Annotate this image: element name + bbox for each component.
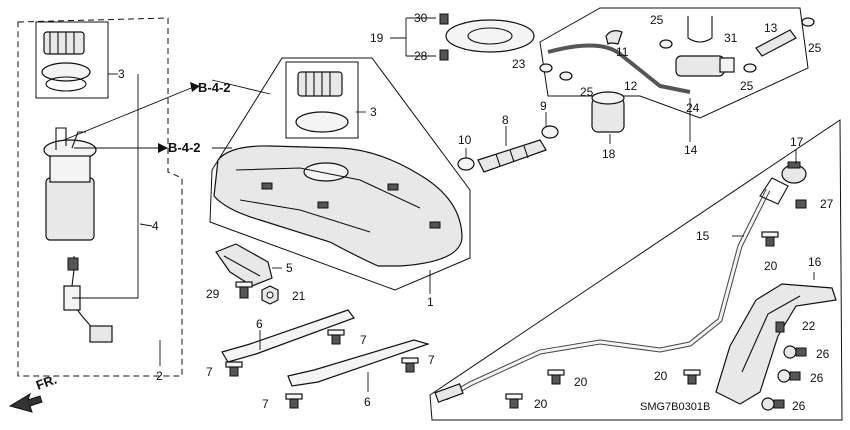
ref-b42-mid: B-4-2 — [168, 140, 201, 155]
nut-21 — [261, 285, 279, 305]
label-29: 29 — [206, 287, 220, 301]
filler-frame — [429, 119, 843, 421]
screw-27 — [795, 199, 807, 209]
label-24: 24 — [686, 101, 700, 115]
hose-11 — [605, 30, 623, 46]
clips-25 — [559, 17, 815, 81]
label-5: 5 — [286, 261, 293, 275]
tank-strap-lower — [287, 339, 430, 387]
label-13: 13 — [764, 21, 778, 35]
label-25-d: 25 — [580, 85, 594, 99]
label-2: 2 — [156, 369, 163, 383]
pump-assembly-frame — [17, 17, 183, 377]
fuel-tank — [213, 145, 463, 267]
label-7-c: 7 — [428, 353, 435, 367]
label-25-a: 25 — [650, 13, 664, 27]
label-16: 16 — [808, 255, 822, 269]
label-15: 15 — [696, 229, 710, 243]
bolt-22 — [775, 321, 785, 333]
label-7-b: 7 — [360, 333, 367, 347]
clamp-23 — [539, 63, 553, 73]
bolt-29 — [235, 281, 253, 299]
label-6-lower: 6 — [364, 395, 371, 409]
label-6-upper: 6 — [256, 317, 263, 331]
label-23: 23 — [512, 57, 526, 71]
bolts-20-lower — [505, 369, 701, 409]
fuel-pump-module — [43, 127, 113, 343]
label-28: 28 — [414, 49, 428, 63]
fuel-filler-cap-17 — [781, 161, 807, 184]
label-30: 30 — [414, 11, 428, 25]
clamp-31 — [687, 16, 713, 43]
label-14: 14 — [684, 143, 698, 157]
front-label: FR. — [34, 372, 59, 393]
front-direction-arrow — [8, 392, 43, 413]
diagram-code: SMG7B0301B — [640, 401, 710, 413]
label-25-c: 25 — [808, 41, 822, 55]
hose-8 — [477, 139, 547, 173]
tank-frame — [209, 57, 471, 291]
label-3-pump: 3 — [118, 67, 125, 81]
breather-frame — [539, 7, 809, 119]
label-19: 19 — [370, 31, 384, 45]
label-26-c: 26 — [792, 399, 806, 413]
filler-shield-16 — [715, 283, 837, 405]
label-25-b: 25 — [740, 79, 754, 93]
label-20-c: 20 — [654, 369, 668, 383]
cap-inset-frame-tank — [285, 61, 359, 139]
label-31: 31 — [724, 31, 738, 45]
label-20-a: 20 — [764, 259, 778, 273]
label-11: 11 — [616, 45, 629, 59]
label-7-d: 7 — [262, 397, 269, 411]
label-20-b: 20 — [574, 375, 588, 389]
label-18: 18 — [602, 147, 616, 161]
filler-pipe-15 — [434, 177, 789, 403]
label-27: 27 — [820, 197, 834, 211]
tank-cap-and-ring — [295, 71, 349, 133]
label-17: 17 — [790, 135, 804, 149]
b42-pointer-top — [63, 82, 200, 141]
label-7-a: 7 — [206, 365, 213, 379]
cap-inset-frame-left — [35, 21, 109, 99]
label-12: 12 — [624, 79, 638, 93]
cover-19 — [445, 19, 535, 53]
clamp-9 — [541, 125, 559, 139]
label-3-tank: 3 — [370, 105, 377, 119]
bolt-28 — [439, 49, 449, 61]
label-22: 22 — [802, 319, 816, 333]
clips-26 — [761, 345, 807, 411]
clamp-10 — [457, 157, 475, 171]
label-20-d: 20 — [534, 397, 548, 411]
label-8: 8 — [502, 113, 509, 127]
bolts-7 — [225, 329, 419, 409]
breather-pipe-12 — [547, 43, 691, 94]
screw-30 — [439, 13, 449, 25]
label-9: 9 — [540, 99, 547, 113]
hose-13 — [755, 29, 797, 57]
label-1: 1 — [427, 295, 434, 309]
bolt-20-upper — [761, 231, 779, 247]
label-4: 4 — [152, 219, 159, 233]
b42-pointer-mid — [74, 143, 168, 153]
heat-shield — [215, 243, 273, 287]
canister-18 — [591, 91, 625, 133]
valve-24 — [675, 55, 735, 77]
label-26-b: 26 — [810, 371, 824, 385]
fuel-pump-cap — [41, 31, 91, 92]
ref-b42-top: B-4-2 — [198, 80, 231, 95]
label-10: 10 — [458, 133, 472, 147]
label-21: 21 — [292, 289, 306, 303]
label-26-a: 26 — [816, 347, 830, 361]
